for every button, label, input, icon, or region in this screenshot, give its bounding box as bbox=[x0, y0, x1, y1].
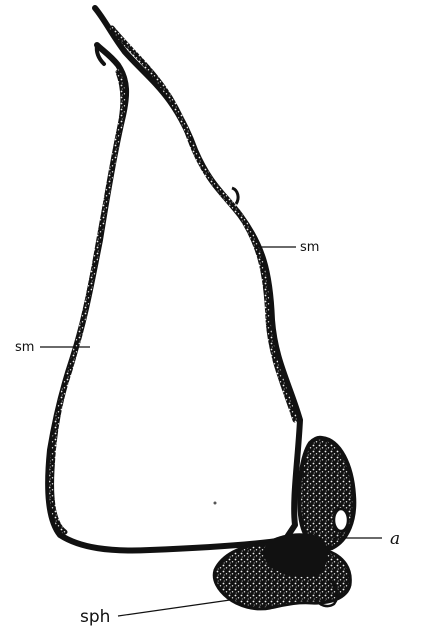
label-sph: sph bbox=[80, 607, 110, 627]
oval-body bbox=[299, 438, 354, 549]
label-a: a bbox=[390, 529, 400, 549]
left-wall-texture bbox=[52, 72, 123, 532]
leader-sph bbox=[118, 600, 230, 616]
right-wall-texture bbox=[112, 28, 295, 420]
specimen-dot bbox=[214, 502, 217, 505]
label-sm-right: sm bbox=[300, 240, 319, 255]
structure-a bbox=[334, 509, 348, 531]
label-sm-left: sm bbox=[15, 340, 34, 355]
